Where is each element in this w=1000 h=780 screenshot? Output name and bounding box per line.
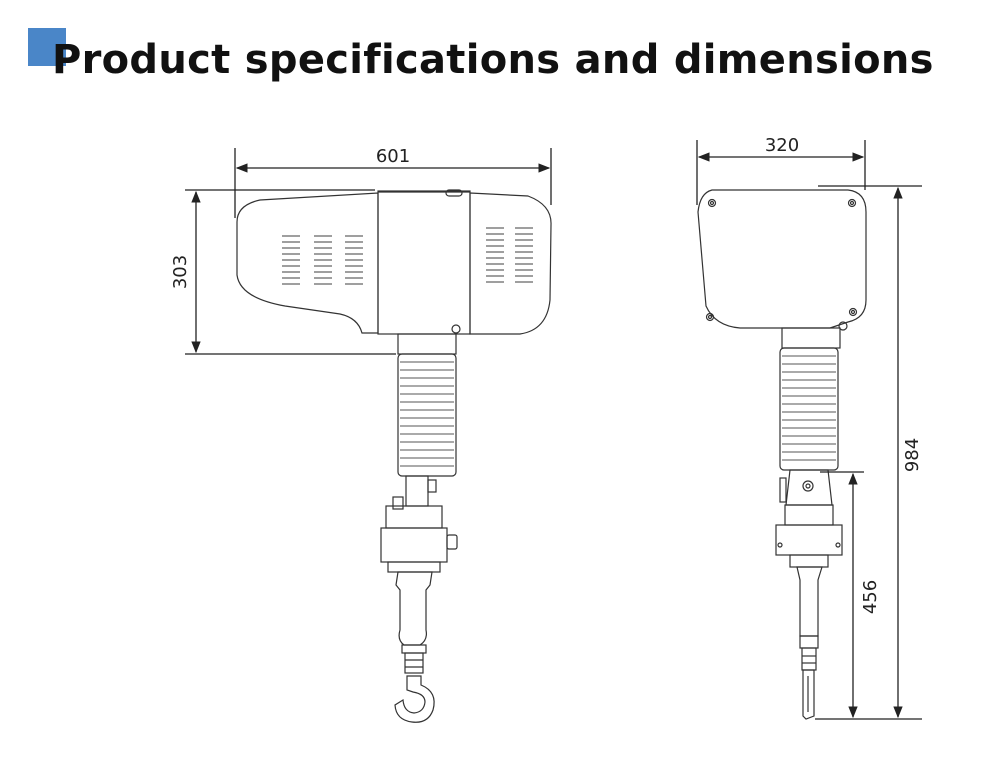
front-width-label: 601 <box>376 146 410 167</box>
side-total-height-label: 984 <box>902 438 923 472</box>
side-view <box>697 189 867 720</box>
vent-group-mid-left <box>314 235 332 285</box>
front-right-housing <box>469 192 552 335</box>
side-hook <box>802 669 815 720</box>
front-dimension-lines <box>185 148 552 355</box>
front-hook <box>394 675 435 723</box>
side-handle-box <box>784 504 834 526</box>
side-lower-height-label: 456 <box>860 580 881 614</box>
front-grip <box>395 571 433 646</box>
vent-group-left <box>282 235 300 285</box>
side-dimension-lines <box>696 140 922 720</box>
vent-group-right-b <box>515 227 533 283</box>
side-housing <box>697 189 867 329</box>
page-title: Product specifications and dimensions <box>52 37 934 83</box>
side-width-label: 320 <box>765 135 799 156</box>
title-accent-square <box>28 28 66 66</box>
front-height-label: 303 <box>170 255 191 289</box>
vent-group-right-a <box>486 227 504 283</box>
front-coil-rings <box>400 361 454 467</box>
front-vents <box>282 227 533 285</box>
front-neck <box>397 333 457 355</box>
front-center-body <box>377 190 471 335</box>
front-left-housing <box>236 192 379 334</box>
front-view <box>236 189 552 723</box>
vent-group-mid <box>345 235 363 285</box>
side-grip <box>796 566 823 637</box>
side-neck <box>781 327 841 349</box>
side-coil-rings <box>782 355 836 461</box>
